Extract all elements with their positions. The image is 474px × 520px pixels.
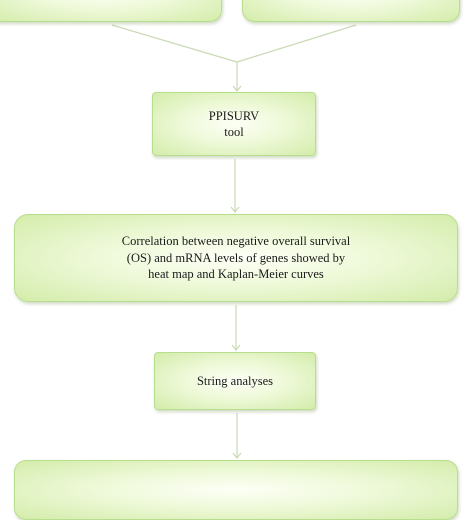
arrowhead-string [231, 344, 241, 351]
correlation-step-label: Correlation between negative overall sur… [121, 234, 351, 282]
connector-top-right-to-merge [236, 24, 357, 63]
arrowhead-correlation [230, 206, 240, 213]
bottom-step-box [14, 460, 458, 520]
top-right-step-box [242, 0, 460, 22]
correlation-step-box: Correlation between negative overall sur… [14, 214, 458, 302]
string-analyses-label: String analyses [196, 373, 274, 388]
connector-top-left-to-merge [111, 24, 238, 63]
arrowhead-ppisurv [232, 85, 242, 92]
ppisurv-tool-box: PPISURV tool [152, 92, 316, 156]
top-left-step-box [0, 0, 222, 22]
arrowhead-bottom [232, 452, 242, 459]
string-analyses-box: String analyses [154, 352, 316, 410]
ppisurv-tool-label: PPISURV tool [208, 108, 260, 140]
